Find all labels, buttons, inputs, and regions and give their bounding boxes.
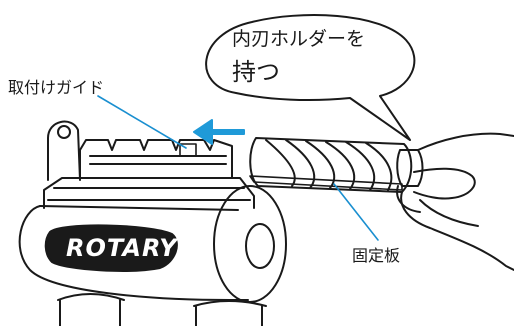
guide-leader-line (97, 95, 187, 149)
shaver-head (18, 120, 287, 327)
plate-leader-line (333, 183, 379, 241)
inner-blade-holder (249, 137, 424, 193)
insert-arrow (193, 119, 245, 145)
speech-bubble (205, 14, 416, 141)
callout-line2: 持つ (232, 58, 280, 86)
guide-label: 取付けガイド (8, 78, 105, 97)
callout-line1: 内刃ホルダーを (232, 28, 366, 50)
plate-label: 固定板 (352, 246, 401, 265)
brand-label: ROTARY (66, 234, 178, 262)
hand (396, 132, 514, 271)
